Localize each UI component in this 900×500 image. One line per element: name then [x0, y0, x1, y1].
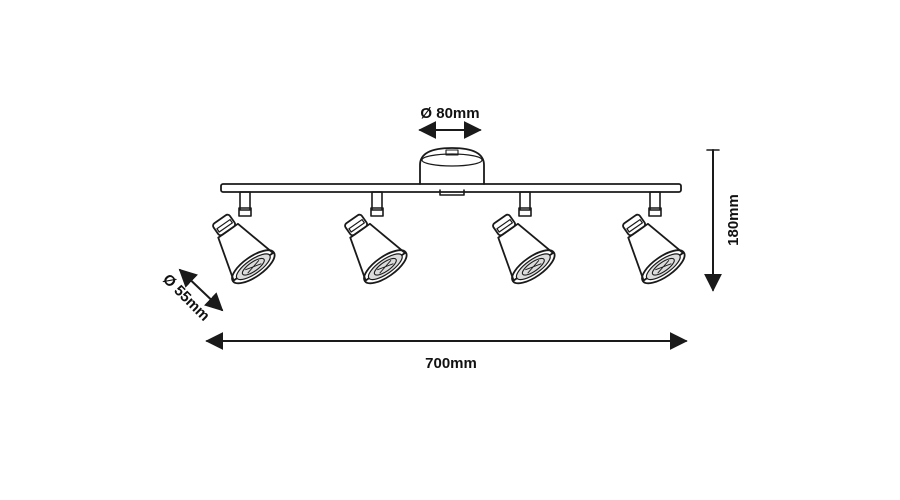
canopy-dimension: Ø 80mm — [418, 105, 482, 139]
spot-1 — [198, 191, 281, 291]
width-label: 700mm — [425, 355, 477, 372]
mounting-bar — [220, 183, 682, 193]
height-label: 180mm — [725, 194, 742, 246]
canopy-diameter-label: Ø 80mm — [420, 105, 479, 122]
spot-3 — [478, 191, 561, 291]
height-dimension: 180mm — [704, 149, 742, 292]
spot-4 — [608, 191, 691, 291]
width-dimension: 700mm — [205, 332, 688, 372]
ceiling-canopy — [419, 147, 485, 196]
shade-dimension: Ø 55mm — [159, 268, 224, 325]
spot-2 — [330, 191, 413, 291]
shade-diameter-label: Ø 55mm — [159, 271, 213, 325]
